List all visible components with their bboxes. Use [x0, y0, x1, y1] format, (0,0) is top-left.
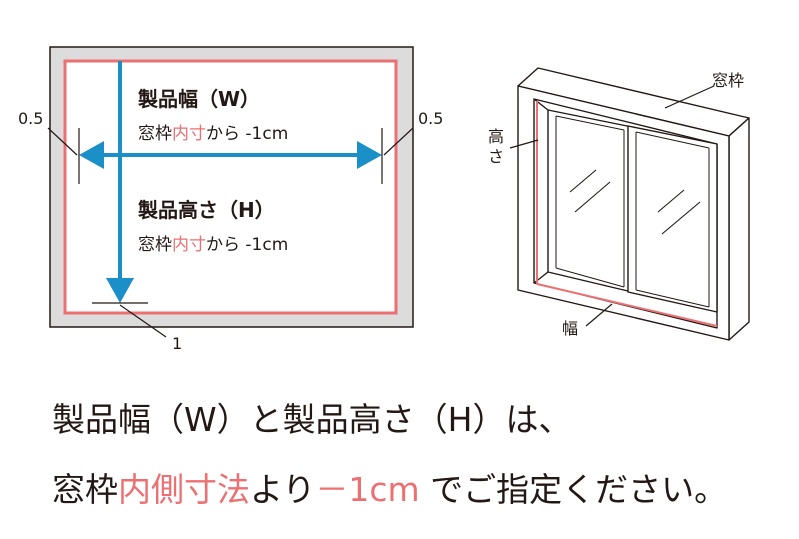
width-arrow-head-right	[357, 141, 382, 169]
inner-width-indicator	[536, 283, 718, 327]
width-title: 製品幅（W）	[138, 87, 260, 111]
glass-reflection-3	[657, 189, 685, 213]
sash-left-inner-bottom	[555, 267, 625, 288]
width-subtext-suffix: から -1cm	[206, 124, 288, 144]
glass-reflection-4	[661, 201, 701, 235]
sash-left-inner-top	[555, 115, 625, 131]
glass-reflection-1	[569, 169, 597, 193]
width-subtext-prefix: 窓枠	[138, 124, 172, 144]
right-leader-line	[383, 127, 414, 156]
caption-line-2: 窓枠内側寸法より－1cm でご指定ください。	[52, 470, 727, 510]
width-subtext-highlight: 内寸	[172, 124, 206, 144]
height-subtext-highlight: 内寸	[172, 235, 206, 255]
height-subtext-prefix: 窓枠	[138, 235, 172, 255]
margin-right-label: 0.5	[418, 109, 443, 128]
height-label-char-1: 高	[488, 127, 504, 146]
frame-side-face	[728, 117, 750, 341]
caption-line-2-part-a: 窓枠	[52, 470, 118, 509]
left-leader-line	[47, 127, 78, 156]
perspective-window-diagram	[517, 67, 750, 341]
bottom-leader-line	[119, 304, 167, 338]
caption-line-2-part-e: でご指定ください。	[419, 470, 728, 509]
caption-line-2-highlight-minus: －1cm	[315, 470, 420, 509]
height-subtext-suffix: から -1cm	[206, 235, 288, 255]
height-label-leader	[509, 139, 539, 149]
width-arrow-head-left	[79, 141, 104, 169]
width-label-leader	[585, 303, 613, 327]
caption-line-2-part-c: より	[250, 470, 316, 509]
height-label-char-2: さ	[488, 147, 504, 166]
margin-left-label: 0.5	[18, 109, 43, 128]
sash-right	[627, 125, 718, 313]
sash-right-inner-bottom	[635, 289, 710, 308]
sash-right-inner-top	[635, 131, 710, 149]
height-title: 製品高さ（H）	[138, 198, 275, 222]
height-arrow-head	[106, 278, 134, 303]
width-label: 幅	[562, 319, 578, 338]
glass-reflection-2	[574, 181, 611, 213]
frame-label: 窓枠	[712, 71, 744, 90]
margin-bottom-label: 1	[172, 334, 182, 353]
frame-label-leader	[664, 85, 715, 109]
caption-line-1: 製品幅（W）と製品高さ（H）は、	[52, 400, 572, 439]
width-subtext: 窓枠内寸から -1cm	[138, 124, 288, 144]
front-view-diagram: 製品幅（W） 窓枠内寸から -1cm 製品高さ（H） 窓枠内寸から -1cm 0…	[18, 46, 443, 353]
sash-left	[547, 109, 633, 293]
height-subtext: 窓枠内寸から -1cm	[138, 235, 288, 255]
depth-line-top	[533, 98, 549, 111]
caption-line-2-highlight-inner: 内側寸法	[118, 470, 250, 509]
